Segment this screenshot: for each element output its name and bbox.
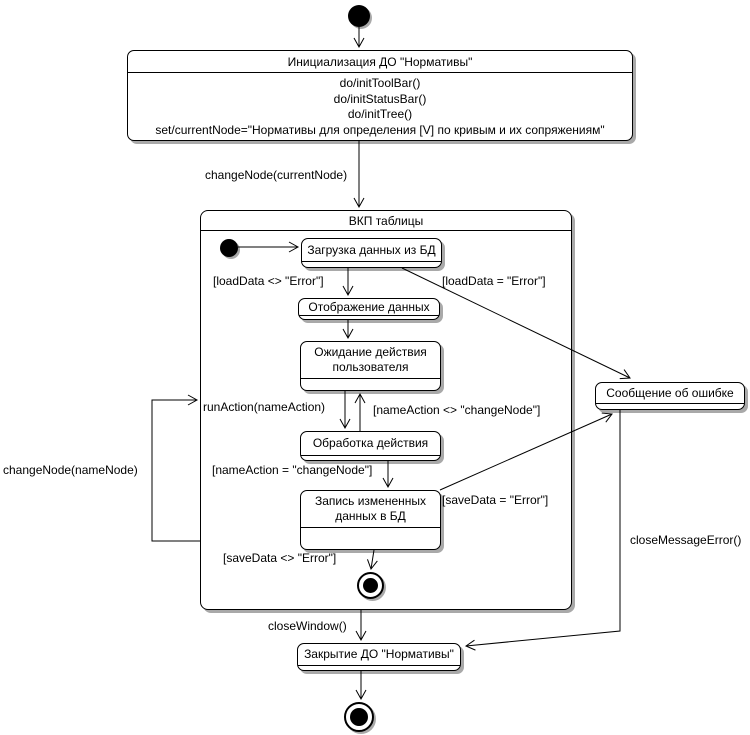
state-init-normativy[interactable]: Инициализация ДО "Нормативы" do/initTool… [127,50,633,141]
composite-title: ВКП таблицы [201,211,571,231]
state-title: Инициализация ДО "Нормативы" [128,51,632,73]
state-compartment [301,455,440,460]
transition-composite-self-loop[interactable] [151,394,200,542]
initial-state-top[interactable] [348,5,370,27]
final-state-inner[interactable] [357,572,384,599]
transition-label-closewindow: closeWindow() [268,619,347,633]
state-compartment [302,261,441,267]
transition-label-load-ok: [loadData <> "Error"] [213,274,324,288]
transition-label-action-not-change: [nameAction <> "changeNode"] [373,403,541,417]
transition-label-load-error: [loadData = "Error"] [442,274,546,288]
final-state-dot [350,708,368,726]
state-error-message[interactable]: Сообщение об ошибке [595,382,745,410]
transition-label-save-error: [saveData = "Error"] [442,493,549,507]
state-compartment [299,315,439,319]
transition-label-action-change: [nameAction = "changeNode"] [212,463,373,477]
state-load-data[interactable]: Загрузка данных из БД [301,238,442,268]
state-close-normativy[interactable]: Закрытие ДО "Нормативы" [297,643,461,671]
state-wait-action[interactable]: Ожидание действия пользователя [300,341,441,391]
state-compartment [301,527,440,549]
state-action-line: do/initStatusBar() [333,91,427,106]
final-state-dot [363,578,378,593]
state-process-action[interactable]: Обработка действия [300,431,441,461]
transition-label-save-ok: [saveData <> "Error"] [223,551,337,565]
state-action-line: do/initTree() [347,107,413,122]
final-state-bottom[interactable] [344,702,374,732]
state-save-data[interactable]: Запись измененных данных в БД [300,490,441,550]
state-compartment [301,378,440,390]
state-action-line: set/currentNode="Нормативы для определен… [155,123,605,138]
transition-label-changenode-name: changeNode(nameNode) [3,463,138,477]
state-action-line: do/initToolBar() [339,75,421,90]
transition-label-closemessageerror: closeMessageError() [630,533,742,547]
state-compartment [298,665,460,670]
transition-label-changenode-current: changeNode(currentNode) [205,168,348,182]
state-compartment [596,403,744,409]
transition-label-runaction: runAction(nameAction) [203,400,326,414]
initial-state-inner[interactable] [220,239,238,257]
state-display-data[interactable]: Отображение данных [298,298,440,320]
state-actions: do/initToolBar() do/initStatusBar() do/i… [128,73,632,140]
